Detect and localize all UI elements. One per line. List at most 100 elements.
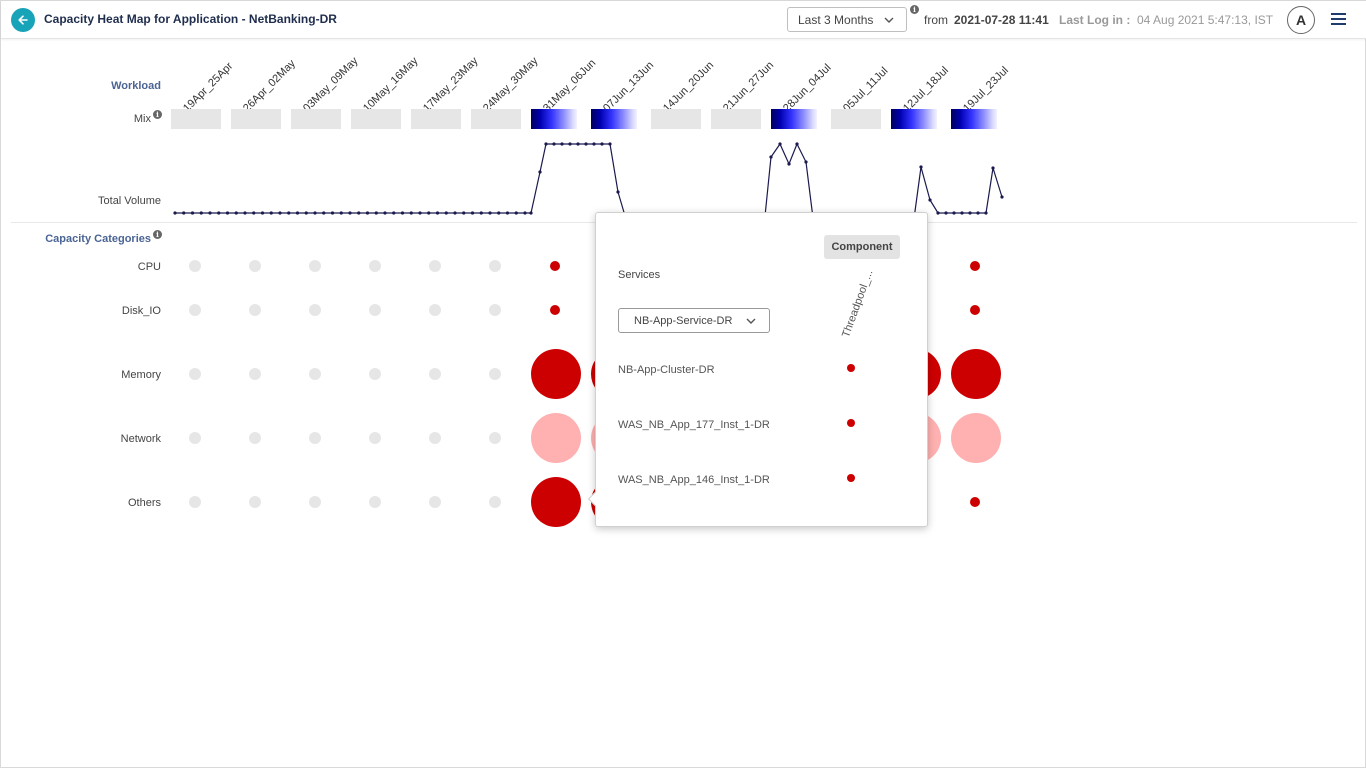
heatmap-bubble bbox=[189, 496, 201, 508]
volume-point bbox=[787, 162, 791, 166]
mix-cell[interactable] bbox=[351, 109, 401, 129]
volume-point bbox=[418, 211, 422, 215]
avatar[interactable]: A bbox=[1287, 6, 1315, 34]
volume-point bbox=[778, 142, 782, 146]
volume-point bbox=[295, 211, 300, 215]
heatmap-bubble[interactable] bbox=[970, 305, 980, 315]
category-label-cpu: CPU bbox=[137, 261, 161, 273]
mix-cell[interactable] bbox=[591, 109, 637, 129]
volume-point bbox=[339, 211, 343, 215]
heatmap-bubble bbox=[489, 368, 501, 380]
service-row-label: WAS_NB_App_146_Inst_1-DR bbox=[618, 474, 770, 486]
heatmap-bubble[interactable] bbox=[550, 305, 560, 315]
heatmap-bubble[interactable] bbox=[531, 477, 581, 527]
volume-point bbox=[269, 211, 273, 215]
mix-cell[interactable] bbox=[291, 109, 341, 129]
mix-cell[interactable] bbox=[651, 109, 701, 129]
service-select-value: NB-App-Service-DR bbox=[634, 314, 733, 327]
volume-point bbox=[234, 211, 238, 215]
hamburger-menu-icon[interactable] bbox=[1325, 7, 1351, 33]
volume-point bbox=[616, 190, 620, 194]
mix-cell[interactable] bbox=[771, 109, 817, 129]
mix-cell[interactable] bbox=[711, 109, 761, 129]
mix-cell[interactable] bbox=[951, 109, 997, 129]
volume-point bbox=[968, 211, 972, 215]
popup-arrow bbox=[587, 491, 603, 507]
volume-point bbox=[560, 142, 564, 146]
volume-point bbox=[608, 142, 612, 146]
volume-point bbox=[470, 211, 475, 215]
heatmap-bubble bbox=[489, 260, 501, 272]
volume-point bbox=[795, 142, 799, 146]
category-label-others: Others bbox=[127, 497, 161, 509]
volume-point bbox=[304, 211, 308, 215]
period-header: 17May_23May bbox=[421, 54, 481, 115]
mix-cell[interactable] bbox=[891, 109, 937, 129]
period-header: 05Jul_11Jul bbox=[841, 65, 891, 115]
volume-point bbox=[552, 142, 556, 146]
component-button[interactable]: Component bbox=[824, 235, 900, 259]
heatmap-bubble[interactable] bbox=[531, 349, 581, 399]
volume-point bbox=[330, 211, 335, 215]
heatmap-bubble[interactable] bbox=[970, 497, 980, 507]
mix-cell[interactable] bbox=[471, 109, 521, 129]
mix-cell[interactable] bbox=[531, 109, 577, 129]
volume-point bbox=[505, 211, 510, 215]
period-header: 03May_09May bbox=[301, 54, 361, 115]
heatmap-bubble[interactable] bbox=[951, 413, 1001, 463]
volume-point bbox=[444, 211, 448, 215]
volume-point bbox=[919, 165, 923, 169]
volume-point bbox=[991, 166, 995, 170]
category-label-disk-io: Disk_IO bbox=[121, 305, 161, 317]
info-icon[interactable]: i bbox=[153, 110, 162, 119]
heatmap-bubble[interactable] bbox=[970, 261, 980, 271]
heatmap-bubble bbox=[309, 304, 321, 316]
volume-point bbox=[313, 211, 317, 215]
services-popup: Component Services Threadpool_... NB-App… bbox=[587, 212, 928, 527]
time-range-select[interactable]: Last 3 Months bbox=[787, 7, 907, 32]
service-row-label: NB-App-Cluster-DR bbox=[618, 364, 715, 376]
mix-cell[interactable] bbox=[411, 109, 461, 129]
volume-point bbox=[944, 211, 948, 215]
chevron-down-icon bbox=[746, 318, 756, 324]
heatmap-bubble[interactable] bbox=[951, 349, 1001, 399]
volume-point bbox=[462, 211, 466, 215]
volume-point bbox=[357, 211, 361, 215]
period-header: 21Jun_27Jun bbox=[721, 59, 777, 115]
volume-line bbox=[175, 143, 629, 227]
period-header: 14Jun_20Jun bbox=[661, 59, 717, 115]
volume-point bbox=[322, 211, 326, 215]
volume-point bbox=[600, 142, 604, 146]
heatmap-bubble bbox=[249, 368, 261, 380]
capacity-categories-label: Capacity Categories bbox=[45, 233, 151, 245]
service-row-dot[interactable] bbox=[847, 364, 855, 372]
heatmap-bubble bbox=[189, 368, 201, 380]
mix-cell[interactable] bbox=[831, 109, 881, 129]
volume-point bbox=[427, 211, 431, 215]
mix-cell[interactable] bbox=[171, 109, 221, 129]
volume-point bbox=[190, 211, 195, 215]
service-select[interactable]: NB-App-Service-DR bbox=[618, 308, 770, 333]
heatmap-bubble bbox=[429, 432, 441, 444]
period-header: 31May_06Jun bbox=[541, 57, 599, 115]
volume-point bbox=[453, 211, 457, 215]
heatmap-bubble[interactable] bbox=[550, 261, 560, 271]
services-label: Services bbox=[618, 269, 661, 281]
info-icon[interactable]: i bbox=[910, 5, 919, 14]
volume-point bbox=[383, 211, 387, 215]
heatmap-bubble bbox=[369, 368, 381, 380]
volume-point bbox=[225, 211, 230, 215]
volume-point bbox=[488, 211, 492, 215]
service-row-dot[interactable] bbox=[847, 474, 855, 482]
volume-point bbox=[252, 211, 256, 215]
volume-point bbox=[769, 155, 773, 159]
service-row-dot[interactable] bbox=[847, 419, 855, 427]
back-arrow-icon bbox=[18, 15, 28, 25]
volume-point bbox=[960, 211, 964, 215]
heatmap-bubble[interactable] bbox=[531, 413, 581, 463]
back-button[interactable] bbox=[11, 8, 35, 32]
heatmap-bubble bbox=[429, 260, 441, 272]
mix-cell[interactable] bbox=[231, 109, 281, 129]
info-icon[interactable]: i bbox=[153, 230, 162, 239]
